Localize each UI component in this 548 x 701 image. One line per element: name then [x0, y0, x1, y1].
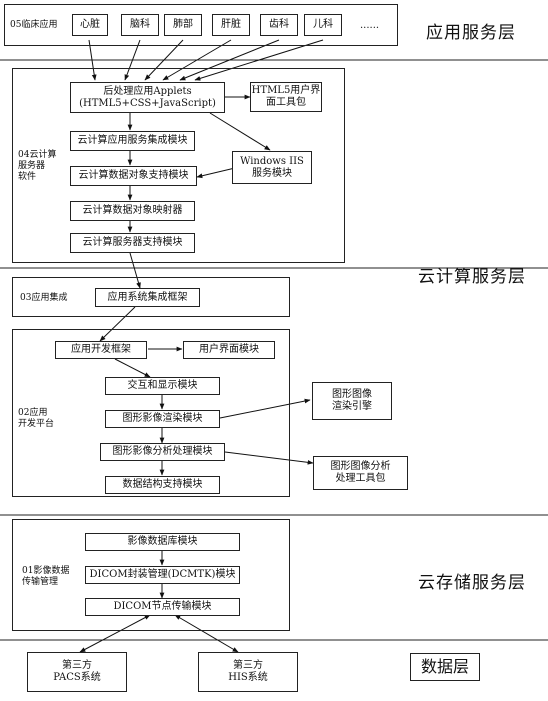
dept-box: 脑科	[121, 14, 159, 36]
analysis-box: 图形影像分析处理模块	[100, 443, 225, 461]
dev-platform-frame	[12, 329, 290, 497]
applets-box: 后处理应用Applets (HTML5+CSS+JavaScript)	[70, 82, 225, 113]
arrow	[196, 167, 236, 179]
app-integration-frame	[12, 277, 290, 317]
dicom-node-box: DICOM节点传输模块	[85, 598, 240, 616]
data-layer-label: 数据层	[410, 653, 480, 681]
dept-box: 肝脏	[212, 14, 250, 36]
arrow	[162, 39, 232, 81]
arrow	[129, 252, 141, 289]
arrow	[219, 398, 311, 419]
server-support-box: 云计算服务器支持模块	[70, 233, 195, 253]
arrow	[144, 39, 184, 81]
layer-label-application: 应用服务层	[426, 23, 516, 43]
data-object-mapper-box: 云计算数据对象映射器	[70, 201, 195, 221]
storage-frame	[12, 519, 290, 631]
arrow	[194, 39, 324, 81]
arrow	[209, 112, 271, 151]
dcmtk-box: DICOM封装管理(DCMTK)模块	[85, 566, 240, 584]
arrow	[124, 39, 141, 81]
analysis-toolkit-box: 图形图像分析 处理工具包	[313, 456, 408, 490]
arrow	[174, 614, 239, 653]
dev-framework-box: 应用开发框架	[55, 341, 147, 359]
html5-toolkit-box: HTML5用户界 面工具包	[250, 82, 322, 112]
cloud-server-frame	[12, 68, 345, 263]
his-box: 第三方 HIS系统	[198, 652, 298, 692]
dept-box: 心脏	[72, 14, 108, 36]
ui-module-box: 用户界面模块	[183, 341, 275, 359]
arrow	[99, 306, 136, 342]
arrow	[114, 358, 151, 378]
arrow	[88, 39, 97, 81]
dept-box: 儿科	[304, 14, 342, 36]
integration-framework-box: 应用系统集成框架	[95, 288, 200, 307]
storage-label: 01影像数据 传输管理	[22, 566, 70, 587]
render-box: 图形影像渲染模块	[105, 410, 220, 428]
pacs-box: 第三方 PACS系统	[27, 652, 127, 692]
dept-box: 肺部	[164, 14, 202, 36]
interaction-box: 交互和显示模块	[105, 377, 220, 395]
render-engine-box: 图形图像 渲染引擎	[312, 382, 392, 420]
cloud-server-label: 04云计算 服务器 软件	[18, 150, 57, 182]
data-structure-box: 数据结构支持模块	[105, 476, 220, 494]
layer-label-cloud-compute: 云计算服务层	[418, 267, 526, 287]
data-object-support-box: 云计算数据对象支持模块	[70, 166, 197, 186]
service-integration-box: 云计算应用服务集成模块	[70, 131, 195, 151]
clinical-app-frame	[4, 4, 398, 46]
clinical-app-label: 05临床应用	[10, 20, 58, 30]
arrow	[79, 614, 151, 653]
dept-box: 齿科	[260, 14, 298, 36]
dept-ellipsis: ......	[360, 20, 380, 31]
iis-box: Windows IIS 服务模块	[232, 151, 312, 184]
image-db-box: 影像数据库模块	[85, 533, 240, 551]
arrow	[179, 39, 280, 81]
layer-label-cloud-storage: 云存储服务层	[418, 573, 526, 593]
app-integration-label: 03应用集成	[20, 293, 68, 303]
arrow	[224, 451, 314, 465]
dev-platform-label: 02应用 开发平台	[18, 408, 55, 429]
